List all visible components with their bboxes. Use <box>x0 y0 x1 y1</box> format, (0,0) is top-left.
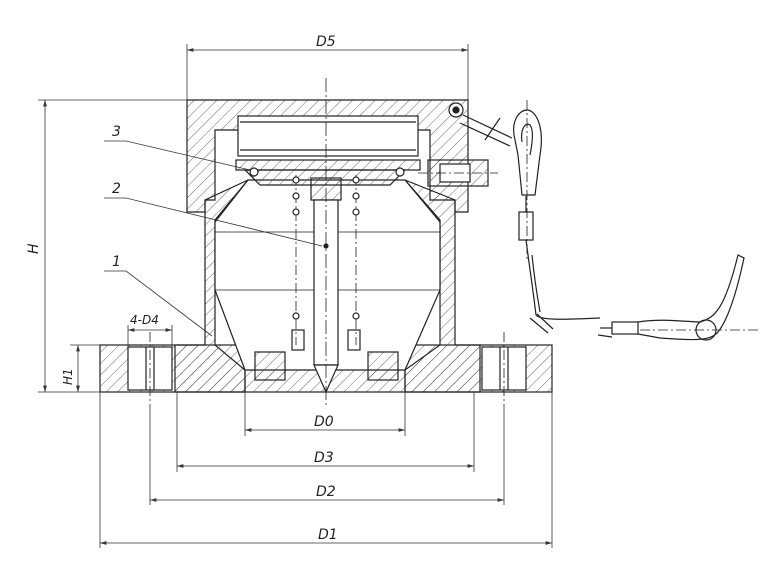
dim-label-d5: D5 <box>316 34 336 50</box>
callout-leaders <box>104 140 323 337</box>
dim-label-h1: H1 <box>61 368 75 385</box>
dim-label-d2: D2 <box>316 484 336 500</box>
callout-2: 2 <box>112 181 121 197</box>
dimension-lines <box>38 44 553 548</box>
dim-label-h: H <box>26 243 42 254</box>
top-cap <box>186 99 498 213</box>
dim-label-d0: D0 <box>314 414 334 430</box>
callout-3: 3 <box>112 124 121 140</box>
lifting-sling <box>459 100 760 341</box>
dim-label-4-d4: 4-D4 <box>130 313 159 327</box>
callout-1: 1 <box>112 254 121 270</box>
dim-label-d3: D3 <box>314 450 334 466</box>
dim-label-d1: D1 <box>318 527 338 543</box>
